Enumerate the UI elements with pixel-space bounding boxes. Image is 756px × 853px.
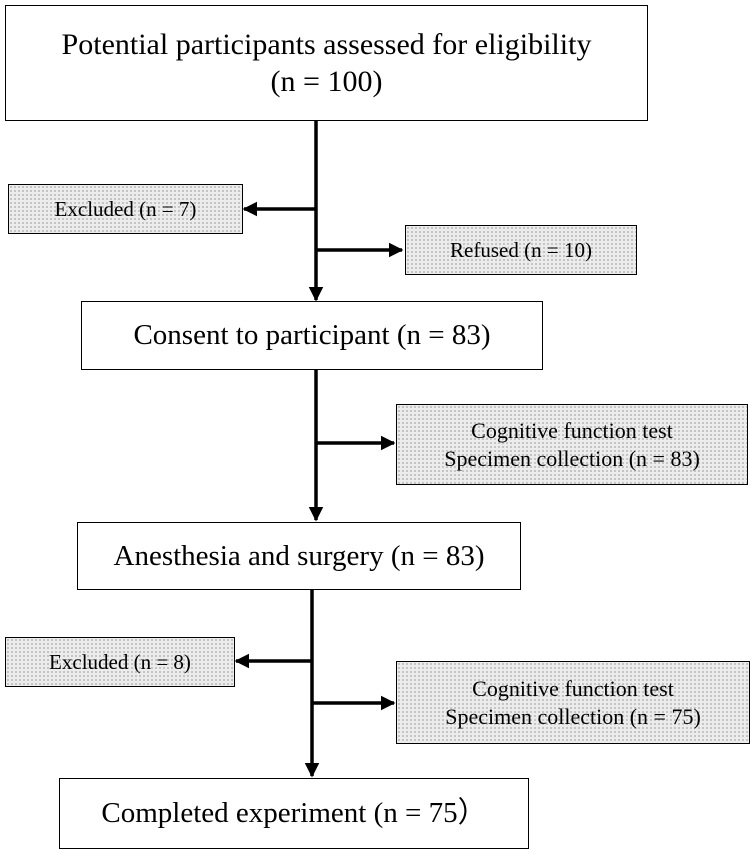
surgery-box: Anesthesia and surgery (n = 83): [77, 522, 521, 590]
excluded-box-1: Excluded (n = 7): [8, 184, 243, 234]
test-1-count: Specimen collection (n = 83): [444, 445, 700, 471]
excluded-1-label: Excluded (n = 7): [54, 196, 197, 221]
surgery-label: Anesthesia and surgery (n = 83): [113, 539, 485, 572]
assessed-label: Potential participants assessed for elig…: [61, 27, 592, 61]
test-box-1: Cognitive function test Specimen collect…: [396, 404, 748, 485]
completed-label: Completed experiment (n = 75）: [101, 797, 487, 830]
test-box-2: Cognitive function test Specimen collect…: [396, 661, 750, 744]
consent-box: Consent to participant (n = 83): [81, 301, 543, 370]
assessed-count: (n = 100): [270, 65, 383, 98]
refused-box: Refused (n = 10): [405, 225, 637, 275]
excluded-box-2: Excluded (n = 8): [5, 637, 235, 687]
excluded-2-label: Excluded (n = 8): [49, 649, 191, 674]
refused-label: Refused (n = 10): [450, 237, 592, 262]
completed-box: Completed experiment (n = 75）: [59, 778, 529, 849]
test-2-label: Cognitive function test: [472, 676, 674, 701]
test-1-label: Cognitive function test: [471, 418, 673, 443]
test-2-count: Specimen collection (n = 75): [445, 703, 701, 729]
consent-label: Consent to participant (n = 83): [133, 319, 491, 352]
assessed-box: Potential participants assessed for elig…: [5, 5, 648, 121]
